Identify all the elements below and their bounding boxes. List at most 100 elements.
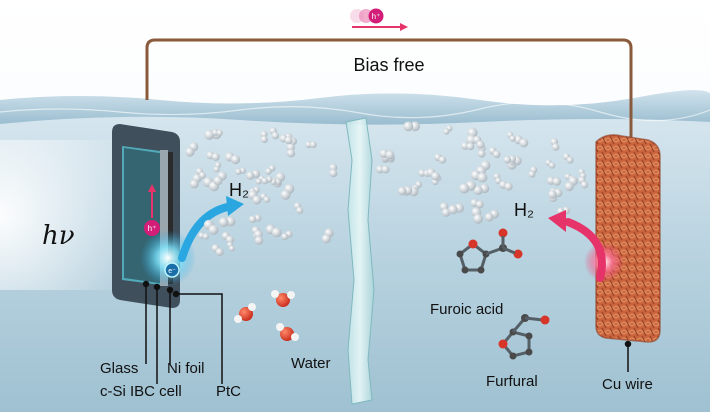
h2-bubble bbox=[434, 153, 447, 164]
h2-bubble bbox=[321, 228, 334, 244]
h2-bubble bbox=[470, 170, 488, 183]
furfural-label: Furfural bbox=[486, 373, 538, 390]
hole-symbol-device-text: h⁺ bbox=[148, 224, 157, 233]
diagram-title: Bias free bbox=[353, 55, 424, 75]
h2-bubble bbox=[473, 135, 485, 149]
h2-bubble bbox=[203, 219, 219, 235]
h2-bubble bbox=[293, 202, 304, 215]
h2-bubble bbox=[185, 142, 199, 157]
h2-bubble bbox=[280, 183, 295, 200]
h2-bubble bbox=[484, 209, 499, 222]
h2-bubble bbox=[261, 176, 273, 185]
furoic-acid-molecule bbox=[456, 228, 523, 274]
surface-ripple bbox=[0, 101, 710, 122]
electron-symbol bbox=[164, 262, 180, 278]
glass-label: Glass bbox=[100, 360, 138, 377]
h2-bubble bbox=[443, 125, 453, 135]
h2-bubble bbox=[471, 207, 483, 224]
h2-bubble bbox=[218, 216, 236, 228]
h2-arrow-right-head bbox=[548, 210, 566, 232]
h2-bubble bbox=[513, 135, 529, 148]
h2-bubble bbox=[265, 165, 276, 175]
h2-bubble bbox=[461, 142, 475, 151]
h2-bubble bbox=[550, 138, 560, 151]
csi-label: c-Si IBC cell bbox=[100, 383, 182, 400]
ptc-layer bbox=[168, 152, 173, 284]
cu-wire-label: Cu wire bbox=[602, 376, 653, 393]
furfural-molecule bbox=[498, 314, 550, 360]
external-wire bbox=[145, 38, 633, 140]
h2-bubble bbox=[254, 230, 264, 245]
h2-bubble bbox=[545, 159, 556, 169]
h2-bubble bbox=[578, 176, 589, 189]
h2-bubble bbox=[466, 127, 478, 145]
water-molecules bbox=[234, 290, 299, 341]
ni-foil-layer bbox=[160, 150, 168, 286]
h2-bubble bbox=[329, 163, 338, 178]
h2-bubble bbox=[506, 131, 516, 142]
h2-bubble bbox=[265, 224, 282, 238]
hole-symbol-top bbox=[368, 8, 384, 24]
furoic-acid-label: Furoic acid bbox=[430, 301, 503, 318]
h2-bubble bbox=[528, 166, 538, 178]
h2-bubble bbox=[439, 202, 451, 217]
h2-bubble bbox=[503, 155, 517, 164]
h2-arrow-left bbox=[178, 202, 236, 262]
h2-bubble bbox=[286, 143, 296, 158]
h2-bubble bbox=[459, 180, 476, 194]
h2-bubble bbox=[448, 203, 464, 215]
h2-arrow-left-head bbox=[226, 196, 244, 216]
h2-bubble bbox=[206, 151, 220, 161]
h2-arrow-right bbox=[564, 218, 606, 282]
water-molecule bbox=[271, 290, 295, 307]
h2-bubble bbox=[564, 176, 578, 192]
h2-label-left: H₂ bbox=[229, 180, 249, 200]
h2-bubble bbox=[227, 241, 235, 252]
water-molecule bbox=[234, 303, 256, 323]
h2-bubble bbox=[260, 193, 271, 203]
h2-bubble bbox=[260, 130, 268, 143]
h2-bubble bbox=[548, 188, 563, 199]
h2-bubble bbox=[376, 165, 390, 174]
h2-bubble bbox=[499, 180, 513, 191]
h2-bubble bbox=[246, 169, 261, 180]
h2-bubble bbox=[563, 153, 574, 164]
h2-bubble bbox=[248, 190, 262, 205]
water-label: Water bbox=[291, 355, 330, 372]
h2-bubble bbox=[196, 167, 206, 179]
h2-bubble bbox=[221, 231, 234, 244]
h2-bubble bbox=[470, 198, 484, 209]
photoelectrode-device: h⁺ e⁻ bbox=[112, 124, 196, 308]
h2-bubble bbox=[379, 149, 395, 160]
ni-foil-label: Ni foil bbox=[167, 360, 205, 377]
ptc-label: PtC bbox=[216, 383, 241, 400]
h2-bubble bbox=[248, 214, 262, 223]
water-molecule bbox=[276, 323, 299, 341]
water-surface bbox=[0, 90, 710, 125]
h2-bubble bbox=[279, 134, 293, 145]
h2-bubble bbox=[426, 168, 440, 181]
leader-lines bbox=[142, 280, 632, 384]
h2-bubble bbox=[235, 167, 246, 175]
membrane bbox=[345, 117, 375, 405]
electron-glow bbox=[140, 230, 196, 286]
h2-bubble bbox=[305, 141, 317, 149]
h2-bubble bbox=[198, 232, 210, 240]
hole-transfer-indicator: h⁺ bbox=[350, 8, 408, 31]
h2-bubble bbox=[488, 147, 501, 159]
hole-symbol-top-text: h⁺ bbox=[372, 12, 381, 21]
h2-label-right: H₂ bbox=[514, 200, 534, 220]
h2-bubble bbox=[403, 121, 420, 132]
h2-bubble bbox=[269, 127, 280, 140]
h2-bubbles bbox=[185, 121, 589, 256]
h2-bubble bbox=[397, 186, 413, 196]
h2-bubble bbox=[213, 162, 222, 173]
h2-bubble bbox=[212, 129, 223, 137]
electron-symbol-text: e⁻ bbox=[168, 268, 176, 275]
light-label: hν bbox=[42, 221, 75, 251]
h2-bubble bbox=[473, 183, 490, 195]
h2-bubble bbox=[546, 176, 561, 186]
h2-bubble bbox=[213, 171, 227, 186]
h2-bubble bbox=[281, 230, 293, 241]
